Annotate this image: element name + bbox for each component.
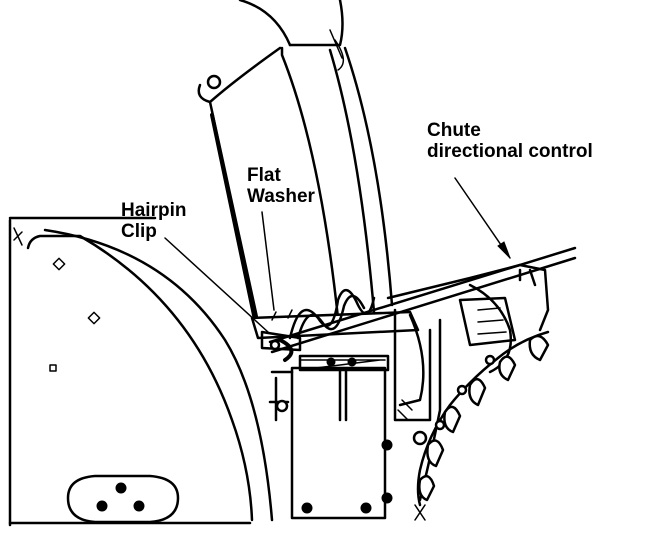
flat-washer-label: Flat Washer [247, 165, 315, 207]
chute-label-line2: directional control [427, 141, 593, 162]
chute-label-line1: Chute [427, 120, 593, 141]
hairpin-label-line2: Clip [121, 221, 186, 242]
hairpin-label-line1: Hairpin [121, 200, 186, 221]
washer-label-line2: Washer [247, 186, 315, 207]
mounting-bracket [270, 356, 392, 518]
hairpin-clip-label: Hairpin Clip [121, 200, 186, 242]
chute-control-rod [270, 248, 575, 352]
engine-side-assembly [388, 265, 548, 500]
skid-shoe [68, 476, 178, 522]
chain-links [415, 332, 548, 520]
discharge-chute [199, 0, 392, 322]
chute-directional-control-label: Chute directional control [427, 120, 593, 162]
washer-label-line1: Flat [247, 165, 315, 186]
